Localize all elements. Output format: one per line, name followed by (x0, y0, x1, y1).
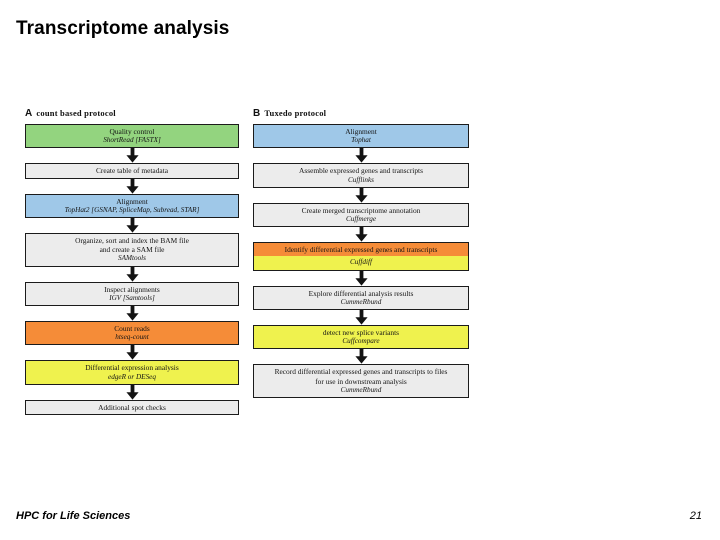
flow-arrow-icon (25, 384, 239, 400)
flow-node-tool: Tophat (351, 136, 371, 145)
flow-node-line1: Organize, sort and index the BAM file (75, 236, 189, 246)
flow-node-line2: and create a SAM file (99, 245, 165, 255)
flow-node-line1: Create merged transcriptome annotation (301, 205, 421, 215)
flow-node-tool: IGV [Samtools] (109, 293, 155, 302)
flow-arrow-icon (25, 266, 239, 282)
flow-node[interactable]: Record differential expressed genes and … (253, 364, 469, 399)
flow-node-line1: Alignment (116, 196, 148, 206)
flow-node-tool: htseq-count (115, 333, 149, 342)
panel-b-header-label: Tuxedo protocol (264, 108, 327, 118)
flow-arrow-icon (253, 310, 469, 325)
flow-arrow-icon (253, 270, 469, 286)
flow-node-tool: Cuffmerge (345, 215, 377, 224)
flow-arrow-icon (25, 178, 239, 194)
flow-node-title-band: Identify differential expressed genes an… (254, 243, 468, 257)
flow-node-line1: Count reads (114, 324, 150, 334)
flow-node-line1: Create table of metadata (95, 166, 169, 176)
flow-node-tool: CummeRbund (340, 385, 382, 394)
flow-node-line1: detect new splice variants (322, 328, 400, 338)
flow-node[interactable]: Identify differential expressed genes an… (253, 242, 469, 271)
flow-arrow-icon (25, 306, 239, 321)
flow-node-tool: ShortRead [FASTX] (103, 136, 161, 145)
panel-a-letter: A (25, 108, 33, 119)
flow-node-line1: Differential expression analysis (85, 363, 179, 373)
flow-node-line1: Inspect alignments (104, 284, 160, 294)
flow-arrow-icon (253, 349, 469, 365)
panel-b-letter: B (253, 108, 261, 119)
flow-arrow-icon (25, 218, 239, 233)
flow-node-line1: Alignment (345, 127, 377, 136)
flow-arrow-icon (25, 148, 239, 164)
flow-node-tool: CummeRbund (340, 297, 382, 306)
flow-node[interactable]: Additional spot checks (25, 399, 239, 416)
flow-node-tool: Cuffdiff (350, 258, 372, 267)
flow-arrow-icon (253, 148, 469, 164)
flow-node[interactable]: Assemble expressed genes and transcripts… (253, 163, 469, 188)
page-title: Transcriptome analysis (16, 18, 230, 39)
flow-node-line1: Record differential expressed genes and … (274, 367, 448, 377)
flow-node-tool: edgeR or DESeq (108, 372, 156, 381)
flow-node-line2: for use in downstream analysis (315, 376, 407, 386)
flow-node-tool: Cufflinks (348, 175, 374, 184)
flow-node-line1: Quality control (109, 127, 155, 136)
flow-arrow-icon (253, 227, 469, 242)
flow-node-line1: Assemble expressed genes and transcripts (299, 166, 423, 176)
flow-arrow-icon (253, 187, 469, 203)
flow-node[interactable]: Create table of metadata (25, 163, 239, 179)
flow-node-tool: TopHat2 [GSNAP, SpliceMap, Subread, STAR… (64, 205, 200, 214)
flow-node-line1: Additional spot checks (98, 402, 166, 412)
footer-label: HPC for Life Sciences (16, 510, 131, 522)
flow-node-line1: Identify differential expressed genes an… (284, 245, 438, 255)
panel-a-header-label: count based protocol (36, 108, 116, 118)
flow-node-tool: Cuffcompare (342, 337, 380, 346)
flow-node-tool-band: Cuffdiff (254, 256, 468, 270)
flow-node-line1: Explore differential analysis results (308, 288, 414, 298)
page-number: 21 (689, 510, 702, 522)
flow-arrow-icon (25, 345, 239, 361)
flow-node-tool: SAMtools (118, 254, 146, 263)
